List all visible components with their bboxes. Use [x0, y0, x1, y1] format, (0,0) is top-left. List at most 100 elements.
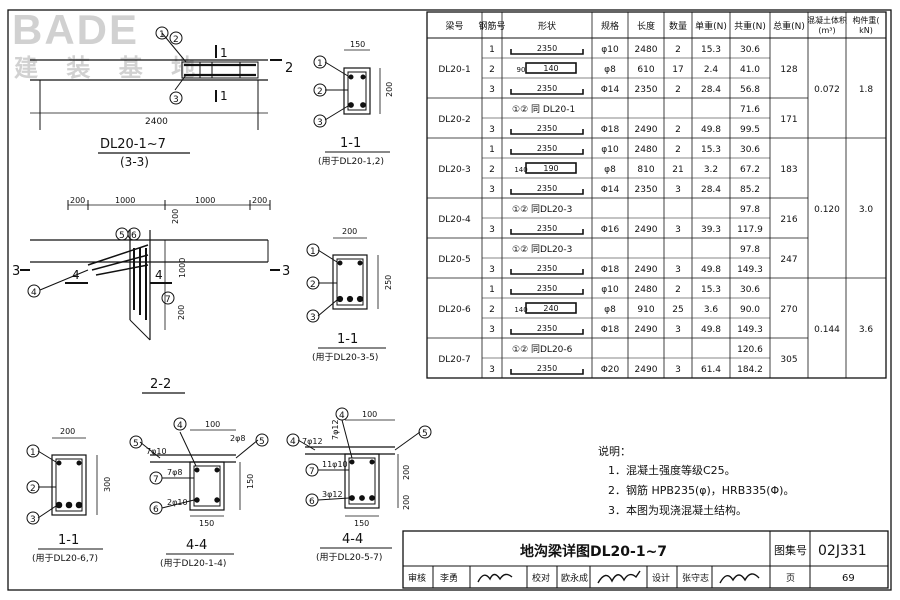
- beam-number-cell: DL20-3: [438, 165, 470, 175]
- total-weight-cell: 30.6: [740, 45, 760, 55]
- bar-number-cell: 2: [489, 165, 495, 175]
- bar-number-cell: 1: [489, 145, 495, 155]
- total-weight-cell: 120.6: [737, 345, 763, 355]
- length-cell: 610: [637, 65, 654, 75]
- elev-mark-3: 3: [173, 95, 179, 105]
- atlas-number: 02J331: [818, 543, 867, 559]
- unit-weight-cell: 15.3: [701, 45, 721, 55]
- check-label: 校对: [532, 572, 550, 584]
- bar-number-cell: 3: [489, 365, 495, 375]
- qty-cell: 3: [675, 325, 681, 335]
- shape-dim-cell: 2350: [537, 124, 557, 133]
- qty-cell: 2: [675, 45, 681, 55]
- reviewer-signature: [477, 573, 513, 583]
- plan-cut-3b: 3: [282, 264, 290, 279]
- unit-weight-cell: 2.4: [704, 65, 719, 75]
- beam-number-cell: DL20-7: [438, 355, 470, 365]
- note-3: 3．本图为现浇混凝土结构。: [608, 503, 747, 517]
- header-cell: 共重(N): [734, 20, 766, 32]
- watermark-logo: BADE 建 装 基 地: [12, 6, 205, 82]
- plan-dim-3: 1000: [195, 196, 215, 205]
- beam-number-cell: DL20-1: [438, 65, 470, 75]
- same-as-note-cell: ①② 同DL20-6: [512, 344, 573, 355]
- svg-text:6: 6: [153, 505, 159, 515]
- elev-mark-1: 1: [159, 30, 165, 40]
- qty-cell: 17: [672, 65, 683, 75]
- sum-weight-cell: 171: [780, 115, 797, 125]
- plan-cut-4a: 4: [72, 268, 80, 282]
- same-as-note-cell: ①② 同DL20-3: [512, 244, 572, 255]
- checker-name: 欧永成: [561, 572, 588, 584]
- spec-cell: Φ18: [601, 325, 620, 335]
- qty-cell: 3: [675, 225, 681, 235]
- shape-dim-cell: 2350: [537, 284, 557, 293]
- watermark-cn: 建 装 基 地: [14, 54, 205, 82]
- sec44a-l1: 7φ10: [146, 447, 167, 456]
- spec-cell: Φ14: [601, 185, 620, 195]
- length-cell: 2350: [635, 185, 658, 195]
- length-cell: 2480: [635, 285, 658, 295]
- sum-weight-cell: 128: [780, 65, 797, 75]
- qty-cell: 25: [672, 305, 683, 315]
- member-weight-cell: 3.0: [859, 205, 874, 215]
- header-cell: 长度: [637, 20, 655, 32]
- stirrup-shape: [525, 62, 577, 74]
- elev-mark-2: 2: [173, 35, 179, 45]
- total-weight-cell: 30.6: [740, 285, 760, 295]
- length-cell: 910: [637, 305, 654, 315]
- elev-cut-2: 2: [285, 61, 293, 76]
- total-weight-cell: 85.2: [740, 185, 760, 195]
- svg-text:2: 2: [310, 280, 316, 290]
- sec44a-l3: 7φ8: [167, 468, 182, 477]
- unit-weight-cell: 28.4: [701, 185, 721, 195]
- bar-shape: [510, 189, 584, 195]
- svg-text:2: 2: [317, 87, 323, 97]
- elev-title: DL20-1~7: [100, 137, 166, 152]
- svg-text:1: 1: [30, 448, 36, 458]
- svg-text:3: 3: [310, 313, 316, 323]
- section-1-1-a: [313, 49, 381, 128]
- same-as-note-cell: ①② 同 DL20-1: [512, 104, 575, 115]
- sum-weight-cell: 305: [780, 355, 797, 365]
- bar-number-cell: 3: [489, 85, 495, 95]
- total-weight-cell: 99.5: [740, 125, 760, 135]
- bar-shape: [510, 49, 584, 55]
- sec44b-bot: 150: [354, 519, 369, 528]
- spec-cell: φ10: [601, 145, 619, 155]
- drawing-title: 地沟梁详图DL20-1~7: [520, 543, 667, 560]
- spec-cell: φ10: [601, 285, 619, 295]
- length-cell: 2480: [635, 145, 658, 155]
- shape-dim-cell: 190: [543, 164, 558, 173]
- svg-text:5: 5: [259, 437, 265, 447]
- svg-text:5: 5: [133, 439, 139, 449]
- unit-weight-cell: 49.8: [701, 325, 721, 335]
- total-weight-cell: 71.6: [740, 105, 760, 115]
- sec44b-h2: 200: [402, 495, 411, 510]
- qty-cell: 3: [675, 185, 681, 195]
- sec-a-subtitle: (用于DL20-1,2): [318, 156, 384, 167]
- spec-cell: φ8: [604, 305, 616, 315]
- bar-shape: [510, 129, 584, 135]
- elev-cut-1b: 1: [220, 89, 228, 103]
- sec-c-width: 200: [60, 427, 75, 436]
- spec-cell: Φ14: [601, 85, 620, 95]
- beam-number-cell: DL20-4: [438, 215, 471, 225]
- length-cell: 2350: [635, 85, 658, 95]
- bar-shape: [510, 289, 584, 295]
- svg-text:4: 4: [31, 288, 37, 298]
- header-cell: 梁号: [445, 20, 463, 32]
- shape-dim-cell: 2350: [537, 224, 557, 233]
- svg-text:4: 4: [290, 437, 296, 447]
- header-cell: 形状: [538, 20, 556, 32]
- total-weight-cell: 149.3: [737, 325, 763, 335]
- same-as-note-cell: ①② 同DL20-3: [512, 204, 572, 215]
- plan-dim-1: 200: [70, 196, 85, 205]
- svg-text:4: 4: [339, 411, 345, 421]
- shape-dim-cell: 2350: [537, 324, 557, 333]
- total-weight-cell: 149.3: [737, 265, 763, 275]
- header-cell: 构件重(: [852, 15, 879, 25]
- shape-sub-dim-cell: 140: [514, 306, 527, 314]
- sec44a-subtitle: (用于DL20-1-4): [160, 558, 226, 569]
- spec-cell: Φ20: [601, 365, 620, 375]
